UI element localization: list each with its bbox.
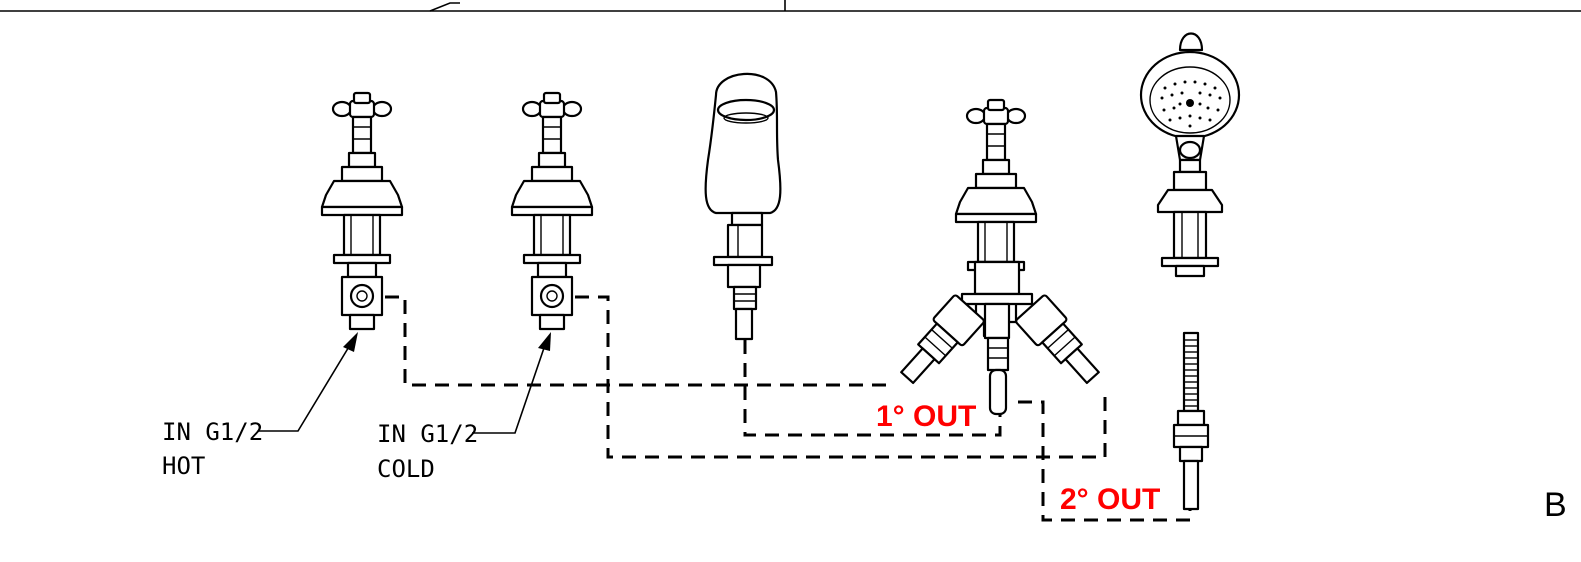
cold-valve	[510, 91, 594, 331]
connection-paths	[385, 295, 1192, 522]
cold-leader	[472, 332, 551, 434]
shower-hose	[1172, 331, 1210, 511]
first-outlet-label: 1° OUT	[876, 400, 976, 433]
hot-leader	[258, 332, 358, 432]
diverter-valve	[900, 98, 1100, 416]
hand-shower	[1139, 32, 1241, 278]
hot-valve	[320, 91, 404, 331]
spout	[704, 72, 782, 341]
sheet-frame	[0, 0, 1581, 12]
cold-label: COLD	[377, 455, 435, 483]
second-outlet-label: 2° OUT	[1060, 483, 1160, 516]
cold-inlet-label: IN G1/2	[377, 420, 478, 448]
view-letter: B	[1544, 486, 1567, 524]
hot-inlet-label: IN G1/2	[162, 418, 263, 446]
hot-label: HOT	[162, 452, 205, 480]
